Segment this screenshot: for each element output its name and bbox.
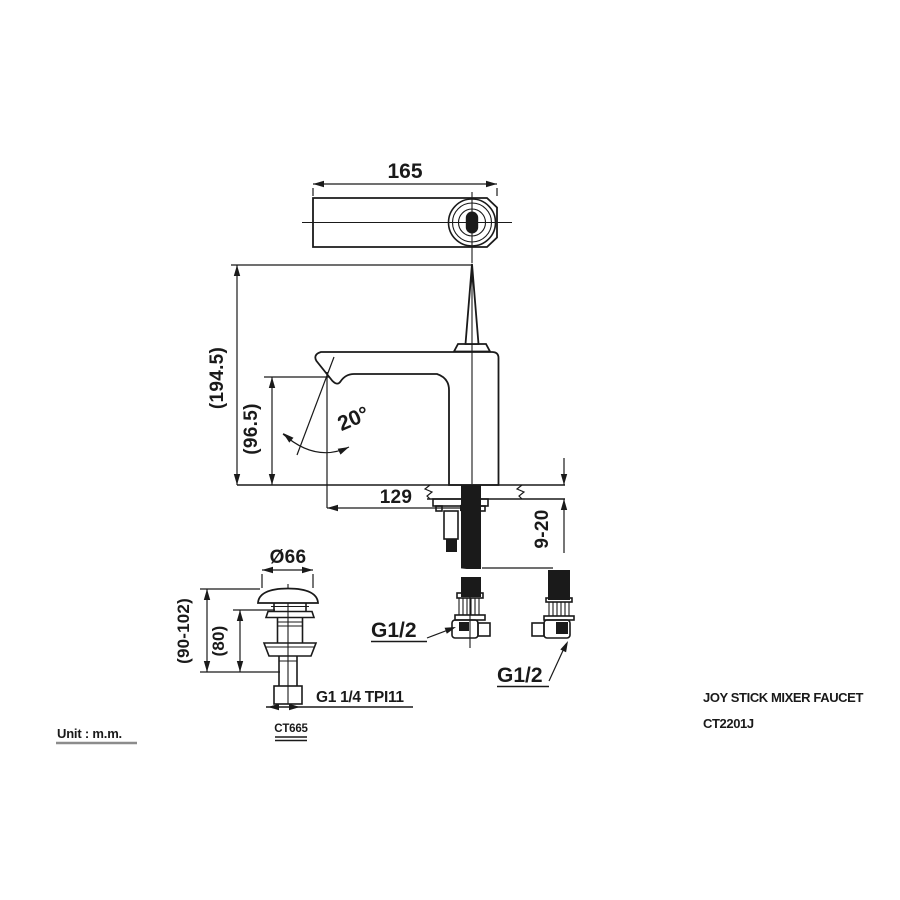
supply-hose-left bbox=[451, 485, 491, 648]
deck-break-right bbox=[515, 484, 526, 500]
drain-model-text: CT665 bbox=[274, 723, 308, 735]
dimension-drain-body-height: (80) bbox=[209, 609, 275, 672]
product-name: JOY STICK MIXER FAUCET bbox=[703, 690, 863, 705]
dim-label-165: 165 bbox=[387, 160, 422, 183]
dim-label-90-102: (90-102) bbox=[174, 598, 193, 664]
dim-label-96-5: (96.5) bbox=[241, 403, 262, 454]
mounting-stud bbox=[443, 510, 459, 540]
drain-lower-body bbox=[273, 656, 303, 705]
hose-left-nut-ribs bbox=[458, 598, 480, 615]
supply-hose-right bbox=[482, 567, 575, 639]
dimension-drain-height-range: (90-102) bbox=[174, 588, 280, 673]
hose-left-upper bbox=[461, 485, 481, 569]
hose-break-gap bbox=[458, 568, 484, 576]
mounting-flange-bar bbox=[432, 498, 489, 507]
hose-right-elbow-port bbox=[556, 622, 568, 634]
dim-label-80: (80) bbox=[209, 625, 228, 656]
mounting-flange-tab-left bbox=[435, 505, 443, 512]
under-deck-mounting bbox=[432, 498, 489, 552]
hose-right-nut-cap bbox=[545, 597, 573, 603]
drain-flange bbox=[262, 642, 318, 657]
dim-label-129: 129 bbox=[380, 487, 413, 508]
hose-left-lower bbox=[461, 577, 481, 597]
dim-label-dia66: Ø66 bbox=[270, 547, 307, 568]
dim-label-9-20: 9-20 bbox=[532, 509, 553, 548]
hose-right-elbow-side bbox=[531, 622, 545, 637]
faucet-side-view bbox=[314, 263, 500, 486]
drain-dome-cap bbox=[257, 587, 319, 604]
hose-left-elbow-side bbox=[477, 622, 491, 637]
deck-break-left bbox=[423, 484, 434, 500]
hose-left-elbow-port bbox=[459, 622, 469, 631]
dimension-drain-cap-diameter: Ø66 bbox=[261, 547, 314, 588]
dimension-length-165: 165 bbox=[312, 160, 498, 196]
title-block: JOY STICK MIXER FAUCET CT2201J bbox=[703, 690, 864, 731]
hose-right-nut-ribs bbox=[548, 602, 570, 616]
dimension-overall-height: (194.5) bbox=[207, 264, 472, 485]
hose-right-upper bbox=[548, 570, 570, 600]
dimension-deck-thickness: 9-20 bbox=[532, 458, 568, 553]
g12-right-text: G1/2 bbox=[497, 664, 543, 687]
label-drain-model: CT665 bbox=[274, 723, 309, 742]
faucet-top-view bbox=[302, 192, 512, 263]
product-code: CT2201J bbox=[703, 716, 754, 731]
label-g12-right: G1/2 bbox=[497, 641, 568, 688]
label-drain-thread: G1 1/4 TPI11 bbox=[266, 689, 413, 711]
mounting-stud-tip bbox=[446, 539, 457, 552]
dim-label-20deg: 20° bbox=[334, 402, 372, 436]
drain-assembly bbox=[257, 584, 319, 705]
dimension-spout-height: (96.5) bbox=[241, 376, 330, 485]
g12-left-text: G1/2 bbox=[371, 619, 417, 642]
unit-note-text: Unit : m.m. bbox=[57, 726, 122, 741]
side-view-body-outline bbox=[314, 351, 500, 486]
label-g12-left: G1/2 bbox=[371, 619, 456, 643]
drain-upper-body bbox=[276, 617, 304, 643]
angle-refline bbox=[296, 356, 335, 456]
dim-label-194-5: (194.5) bbox=[207, 347, 228, 409]
drain-thread-text: G1 1/4 TPI11 bbox=[316, 689, 404, 706]
unit-note: Unit : m.m. bbox=[56, 726, 137, 745]
